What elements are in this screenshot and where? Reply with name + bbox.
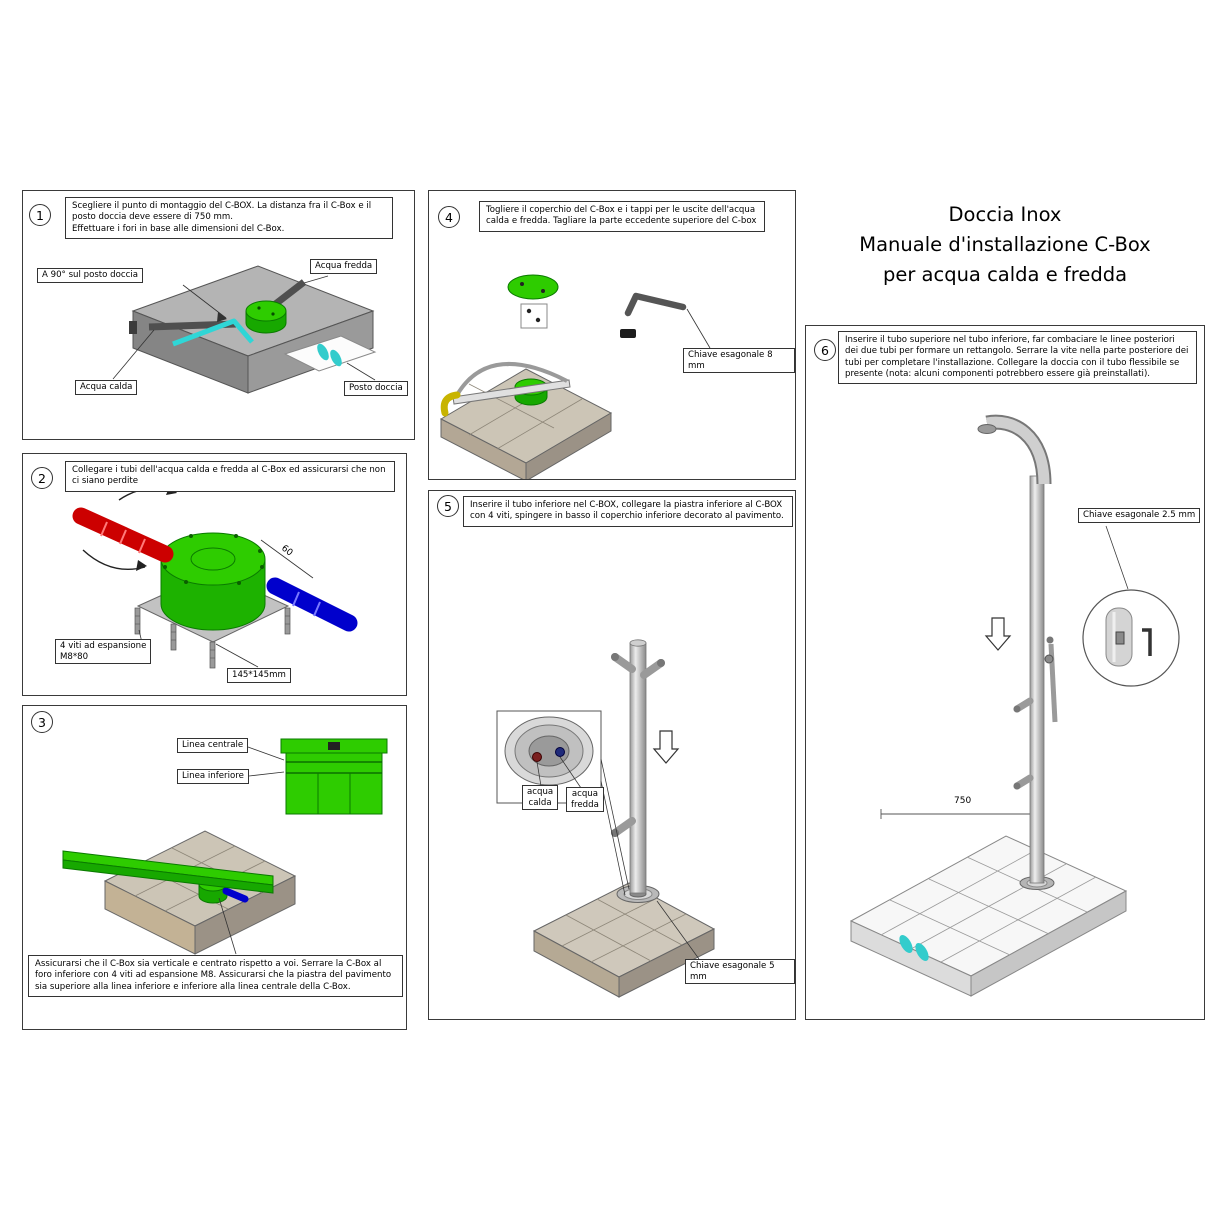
floor-platform [532, 882, 716, 998]
shower-spot [283, 335, 377, 372]
label-chiave-2-5mm: Chiave esagonale 2.5 mm [1078, 508, 1201, 523]
leader-lines [1105, 525, 1129, 590]
step5-illustration [496, 639, 716, 998]
cold-water-pipe [266, 577, 358, 632]
step5-instruction: Inserire il tubo inferiore nel C-BOX, co… [463, 496, 793, 527]
footprint-left [899, 934, 913, 954]
label-acqua-calda: Acqua calda [75, 380, 138, 395]
label-posto-doccia: Posto doccia [344, 381, 408, 396]
step2-instruction: Collegare i tubi dell'acqua calda e fred… [65, 461, 395, 492]
allen-key-icon [620, 292, 687, 338]
label-acqua-fredda: Acqua fredda [310, 259, 378, 274]
step3-instruction: Assicurarsi che il C-Box sia verticale e… [28, 955, 403, 998]
hot-water-hole [532, 752, 542, 762]
step4-instruction: Togliere il coperchio del C-Box e i tapp… [479, 201, 765, 232]
title-line-2: Manuale d'installazione C-Box [859, 233, 1151, 257]
down-arrow-icon [984, 617, 1012, 651]
document-title: Doccia Inox Manuale d'installazione C-Bo… [845, 200, 1165, 291]
footprint-right [915, 942, 929, 962]
joint-screw [1115, 631, 1125, 645]
title-line-3: per acqua calda e fredda [882, 263, 1128, 287]
label-linea-centrale: Linea centrale [177, 738, 249, 753]
expansion-bolts [134, 607, 291, 669]
leader-lines [218, 746, 285, 955]
saw-blade [452, 379, 571, 405]
label-acqua-fredda-hole: acqua fredda [566, 787, 604, 813]
label-acqua-calda-hole: acqua calda [522, 785, 559, 811]
cold-water-hole [555, 747, 565, 757]
dimension-line-60 [260, 539, 314, 579]
dimension-750: 750 [954, 796, 972, 806]
lower-tube [611, 639, 665, 894]
step4-illustration [439, 274, 711, 479]
leader-lines [536, 756, 700, 960]
level-bar [62, 850, 274, 894]
mixer-knob [1044, 654, 1054, 664]
cbox-top-view-inset [496, 710, 602, 804]
step6-panel: 6 Inserire il tubo superiore nel tubo in… [805, 325, 1205, 1020]
step2-number: 2 [31, 467, 53, 489]
step2-panel: 2 Collegare i tubi dell'acqua calda e fr… [22, 453, 407, 696]
step6-illustration [849, 414, 1180, 997]
down-arrow-icon [652, 730, 680, 764]
floor-platform [849, 835, 1128, 997]
cbox-front-view [280, 738, 388, 815]
label-chiave-8mm: Chiave esagonale 8 mm [683, 348, 795, 374]
shower-column [977, 414, 1058, 884]
plugs-box [520, 303, 548, 329]
leader-chiave-8 [686, 308, 711, 349]
label-4-viti: 4 viti ad espansione M8*80 [55, 639, 152, 665]
step3-number: 3 [31, 711, 53, 733]
saw-handle [440, 391, 461, 417]
label-145x145: 145*145mm [227, 668, 291, 683]
hot-water-pipe [72, 507, 174, 563]
label-angle-90: A 90° sul posto doccia [37, 268, 143, 283]
small-allen-key-icon [1142, 628, 1152, 656]
cbox-body [160, 532, 266, 631]
step6-number: 6 [814, 339, 836, 361]
title-line-1: Doccia Inox [948, 203, 1062, 226]
shower-head [977, 424, 997, 434]
step1-number: 1 [29, 204, 51, 226]
cbox-lid [507, 274, 559, 300]
step3-illustration [62, 738, 388, 955]
arrowhead [217, 312, 227, 322]
step4-number: 4 [438, 206, 460, 228]
angle-square-icon [172, 318, 254, 347]
label-chiave-5mm: Chiave esagonale 5 mm [685, 959, 795, 985]
step4-panel: 4 Togliere il coperchio del C-Box e i ta… [428, 190, 796, 480]
step3-panel: 3 Linea centrale Linea inferiore Assicur… [22, 705, 407, 1030]
cbox-top [245, 300, 287, 334]
saw-bow [455, 361, 568, 397]
step6-instruction: Inserire il tubo superiore nel tubo infe… [838, 331, 1197, 385]
step1-illustration [112, 265, 377, 394]
step1-instruction: Scegliere il punto di montaggio del C-BO… [65, 197, 393, 240]
joint-detail-inset [1082, 589, 1180, 687]
step5-number: 5 [437, 495, 459, 517]
dimension-750-line [880, 809, 1038, 819]
leader-lines [112, 275, 376, 381]
cutting-scene [439, 361, 613, 479]
step5-panel: 5 Inserire il tubo inferiore nel C-BOX, … [428, 490, 796, 1020]
label-linea-inferiore: Linea inferiore [177, 769, 249, 784]
step1-panel: 1 Scegliere il punto di montaggio del C-… [22, 190, 415, 440]
